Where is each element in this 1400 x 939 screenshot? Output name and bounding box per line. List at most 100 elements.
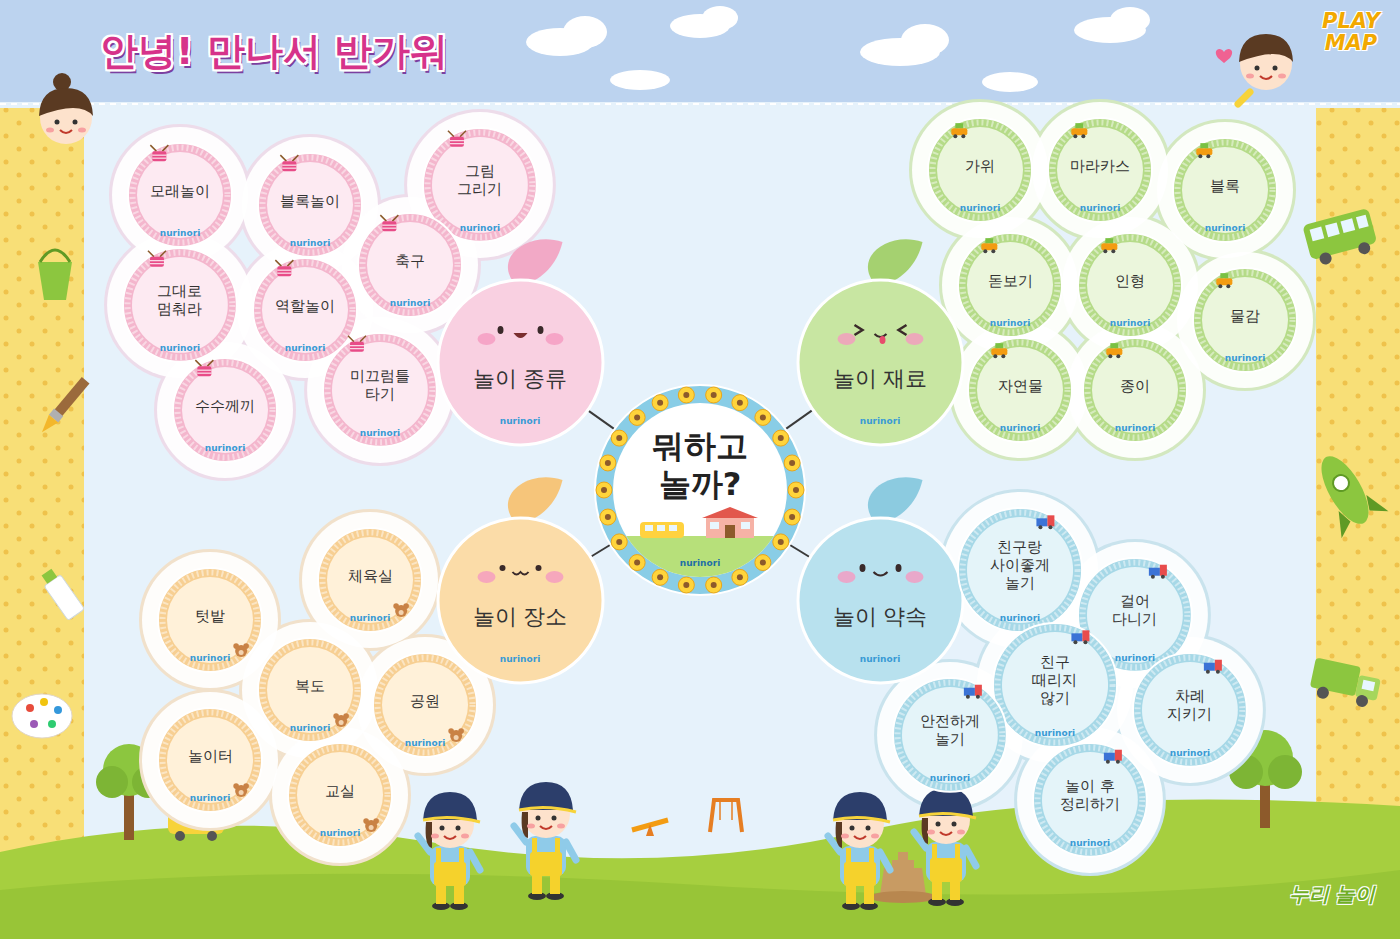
palette-icon (40, 698, 48, 706)
text-holder: nurinori (390, 298, 430, 309)
group-cloud (942, 217, 1078, 353)
car-icon (1071, 123, 1087, 138)
circle-ring (173, 358, 277, 462)
ring-stripes (263, 158, 358, 253)
circle-ring (1173, 138, 1277, 242)
text-holder: 그대로 멈춰라 (142, 282, 218, 318)
side-wall (0, 108, 84, 868)
sunflower (778, 435, 784, 441)
logo-text: nurinori (190, 793, 230, 804)
item-circle: 놀이 후 정리하기nurinori (1033, 743, 1147, 857)
seesaw (632, 820, 668, 836)
circle-ring (258, 153, 362, 257)
ring-stripes (1088, 343, 1183, 438)
group-cloud (912, 102, 1048, 238)
shape-group (1083, 338, 1187, 442)
shape-group (158, 568, 262, 672)
circle-ring (258, 638, 362, 742)
group-cloud (952, 322, 1088, 458)
text-holder: 텃밭 (172, 607, 248, 625)
shape-group (1133, 653, 1247, 767)
logo-text: nurinori (290, 238, 330, 249)
logo-text: nurinori (190, 653, 230, 664)
text-holder: 친구 때리지 않기 (1017, 653, 1093, 707)
text-holder: nurinori (1035, 728, 1075, 739)
circle-face (167, 577, 253, 663)
shape-group (1048, 118, 1152, 222)
node-label: 축구 (395, 252, 425, 270)
group-cloud (1032, 102, 1168, 238)
shape-group (798, 477, 963, 683)
text-holder: nurinori (190, 653, 230, 664)
circle-ring (1133, 653, 1247, 767)
palette-icon (12, 694, 72, 738)
circle-ring (158, 708, 262, 812)
group-cloud (272, 727, 408, 863)
child-figure (914, 788, 976, 906)
shape-group (438, 477, 603, 683)
connector-line (786, 410, 813, 429)
circle-face (902, 687, 998, 783)
text-holder: 자연물 (982, 377, 1058, 395)
train-icon (1149, 565, 1167, 579)
shape-group (798, 239, 963, 445)
rocket-icon (1329, 508, 1355, 538)
car-icon (1216, 273, 1232, 288)
sky-band (0, 0, 1400, 102)
logo-text: nurinori (860, 416, 900, 427)
circle-ring (1083, 338, 1187, 442)
circle-ring (958, 508, 1082, 632)
node-label: 친구랑 사이좋게 놀기 (982, 538, 1058, 592)
text-holder: 돋보기 (972, 272, 1048, 290)
text-holder: nurinori (160, 228, 200, 239)
train-icon (964, 685, 982, 699)
text-holder: nurinori (960, 203, 1000, 214)
node-label: 마라카스 (1070, 157, 1130, 175)
node-label: 놀이 재료 (833, 365, 928, 391)
group-cloud (1062, 217, 1198, 353)
logo-text: nurinori (290, 723, 330, 734)
sunflower (611, 534, 627, 550)
sunflower (657, 400, 663, 406)
item-circle: 그대로 멈춰라nurinori (123, 248, 237, 362)
circle-face (332, 342, 428, 438)
sunflower (789, 514, 795, 520)
text-holder: nurinori (930, 773, 970, 784)
ring-stripes (1178, 143, 1273, 238)
logo-text: nurinori (405, 738, 445, 749)
ring-stripes (962, 512, 1077, 627)
car-icon (981, 238, 997, 253)
drum-icon (195, 360, 213, 376)
ring-stripes (363, 218, 458, 313)
text-holder: 체육실 (332, 567, 408, 585)
text-holder: nurinori (990, 318, 1030, 329)
node-label: 걸어 다니기 (1097, 592, 1173, 628)
text-holder: nurinori (360, 428, 400, 439)
sky-cloud (526, 6, 1150, 92)
category-circle: 놀이 약속nurinori (798, 518, 963, 683)
car-icon (1196, 143, 1212, 158)
circle-face (182, 367, 268, 453)
text-holder: nurinori (1080, 203, 1120, 214)
heart (1216, 49, 1232, 63)
sunflower (706, 577, 722, 593)
text-holder: 인형 (1092, 272, 1168, 290)
circle-ring (323, 333, 437, 447)
palette-icon (48, 720, 56, 728)
ring-stripes (1038, 748, 1143, 853)
text-holder: nurinori (500, 416, 540, 427)
shape-group (318, 528, 422, 632)
central-topic-circle: 뭐하고 놀까?nurinori (595, 385, 805, 595)
sunflower (784, 509, 800, 525)
shape-group (258, 153, 362, 257)
text-holder: 놀이 후 정리하기 (1052, 777, 1128, 813)
node-label: 교실 (325, 782, 355, 800)
text-holder: 그림 그리기 (442, 162, 518, 198)
group-cloud (1062, 217, 1198, 353)
group-cloud (1067, 322, 1203, 458)
rocket-icon (1330, 472, 1352, 494)
node-label: 체육실 (348, 567, 393, 585)
group-cloud (272, 727, 408, 863)
brush-icon (37, 376, 90, 436)
node-label: 놀이 약속 (833, 603, 928, 629)
